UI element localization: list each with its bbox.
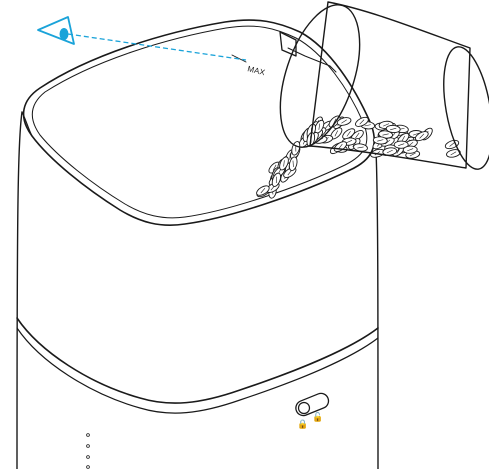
grain-crease [398,143,405,146]
grain-crease [407,148,414,152]
grain-crease [283,160,285,167]
tank-rim-inner [31,25,368,219]
grain-crease [384,139,391,145]
bag-opening [279,4,361,148]
bag-clip-detail [287,47,337,73]
indicator-dot [86,444,90,448]
grain-crease [401,135,405,142]
grain-crease [359,119,365,125]
tank-opening [22,19,375,227]
grain-crease [289,153,291,160]
grain-crease [318,123,321,130]
grain-crease [396,147,401,154]
grain-crease [386,149,393,154]
indicator-dot [86,465,90,469]
grain-crease [272,164,277,171]
tank-rim-outer [22,19,375,227]
lock-icon: 🔒 [297,419,308,429]
grain-crease [413,132,420,136]
grain-pile [256,115,461,199]
grain-crease [275,176,277,183]
bag-end-cap [443,46,489,170]
seam-lower-edge [16,327,379,414]
body-left-wall [16,111,23,469]
grain-crease [383,123,390,127]
grain-crease [355,132,360,139]
eye-icon [37,16,75,45]
grain-crease [357,146,364,149]
lock-switch-track[interactable] [294,391,331,418]
grain-crease [382,133,389,136]
grain-crease [292,160,294,167]
grain-crease [260,188,266,194]
body-right-wall [375,149,379,469]
indicator-dot [86,433,90,437]
grain-crease [449,142,455,147]
grain-crease [419,133,425,139]
eye-pupil [59,28,69,40]
grain-crease [341,119,347,124]
grain-crease [377,139,384,142]
body-seam [16,317,379,414]
lock-switch[interactable]: 🔒 🔓 [294,391,331,429]
max-fill-label: MAX [247,64,267,77]
dashed-sightline [67,33,247,61]
indicator-dot [86,455,90,459]
grain-crease [346,131,351,137]
eye-sightline [37,16,247,61]
grain-crease [408,141,414,147]
grain-crease [390,127,397,131]
grain-crease [374,151,381,156]
lock-switch-knob[interactable] [297,401,311,415]
eye-outline [37,16,75,45]
grain-crease [450,151,457,156]
bag-clip [279,31,297,57]
grain-crease [334,130,338,137]
bag-body [309,1,471,169]
pouring-bag [279,1,489,170]
grain-crease [409,152,416,157]
indicator-dots [86,433,90,469]
grain-crease [346,140,353,144]
grain-crease [364,124,371,127]
unlock-icon: 🔓 [312,411,323,422]
seam-upper-edge [16,317,379,404]
